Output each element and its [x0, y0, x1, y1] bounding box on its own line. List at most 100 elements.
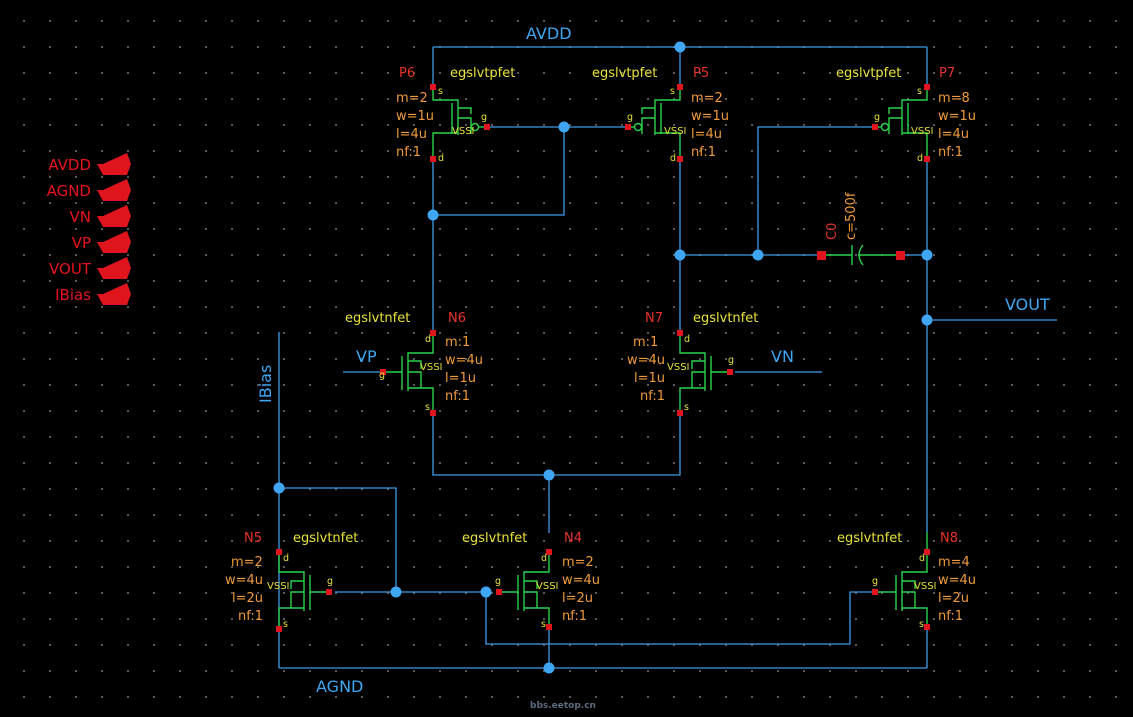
junction-p-gate[interactable]	[558, 121, 570, 133]
device-param: m:1	[445, 335, 470, 350]
device-param: m=2	[562, 555, 594, 570]
net-label-vout[interactable]: VOUT	[1005, 295, 1050, 314]
transistor-n8[interactable]: d s g VSSI N8 egslvtnfet m=4 w=4u l=2u n…	[837, 531, 976, 630]
junction-avdd[interactable]	[674, 41, 686, 53]
body-label: VSSI	[664, 126, 687, 137]
junction-vout[interactable]	[921, 314, 933, 326]
body-label: VSSI	[267, 581, 290, 592]
pin-label: VN	[70, 208, 91, 226]
device-model: egslvtpfet	[836, 66, 901, 81]
pin-label-s: s	[283, 619, 288, 630]
transistor-n5[interactable]: d s g VSSI N5 egslvtnfet m=2 w=4u l=2u n…	[225, 531, 358, 632]
device-param: w=4u	[225, 573, 263, 588]
pin-label-g: g	[327, 576, 333, 587]
junction-p6-drain[interactable]	[427, 209, 439, 221]
device-param: w=4u	[445, 353, 483, 368]
pin-label-s: s	[425, 402, 430, 413]
pin-avdd[interactable]: AVDD	[48, 153, 137, 175]
wire-p7-gate[interactable]	[757, 126, 873, 255]
net-label-vp[interactable]: VP	[356, 347, 377, 366]
junction-n5-gate[interactable]	[390, 586, 402, 598]
pin-label-g: g	[495, 576, 501, 587]
transistor-n7[interactable]: d s g VSSI N7 egslvtnfet m:1 w=4u l=1u n…	[627, 311, 758, 416]
device-param: nf:1	[938, 609, 963, 624]
device-param: nf:1	[691, 145, 716, 160]
transistor-p7[interactable]: s d g VSSI P7 egslvtpfet m=8 w=1u l=4u n…	[836, 66, 976, 164]
transistor-n6[interactable]: d s g VSSI N6 egslvtnfet m:1 w=4u l=1u n…	[345, 311, 483, 416]
device-name: P5	[693, 66, 709, 81]
wire-bias-n8[interactable]	[485, 591, 872, 645]
device-name: N6	[448, 311, 466, 326]
pin-label-d: d	[425, 334, 431, 345]
device-param: l=2u	[562, 591, 593, 606]
wire-p6-diode[interactable]	[433, 127, 565, 216]
net-label-ibias[interactable]: IBias	[256, 365, 275, 403]
device-model: egslvtnfet	[693, 311, 758, 326]
net-label-vn[interactable]: VN	[771, 347, 794, 366]
device-param: w=1u	[938, 109, 976, 124]
device-param: m=2	[231, 555, 263, 570]
device-param: l=4u	[396, 127, 427, 142]
pin-vp[interactable]: VP	[72, 231, 131, 253]
device-model: egslvtnfet	[462, 531, 527, 546]
junction-bias-gate[interactable]	[480, 586, 492, 598]
device-name: N7	[645, 311, 663, 326]
device-param: w=4u	[627, 353, 665, 368]
pin-agnd[interactable]: AGND	[47, 179, 131, 201]
junction-p5-drain[interactable]	[674, 249, 686, 261]
device-model: egslvtnfet	[345, 311, 410, 326]
net-labels: AVDD AGND VOUT VP VN IBias	[256, 24, 1050, 696]
transistor-n4[interactable]: d s g VSSI N4 egslvtnfet m=2 w=4u l=2u n…	[462, 531, 600, 630]
device-param: l=1u	[634, 371, 665, 386]
capacitor-c0[interactable]: C0 c=500f	[817, 192, 905, 266]
pin-label-g: g	[481, 112, 487, 123]
pin-label-d: d	[684, 334, 690, 345]
device-param: w=4u	[938, 573, 976, 588]
junction-agnd[interactable]	[543, 662, 555, 674]
pin-label-g: g	[874, 112, 880, 123]
pin-label-g: g	[627, 112, 633, 123]
pin-list: AVDD AGND VN VP VOUT IBias	[47, 153, 137, 305]
pin-label-g: g	[379, 370, 385, 381]
device-model: egslvtnfet	[837, 531, 902, 546]
pin-label: VOUT	[49, 260, 92, 278]
device-param: nf:1	[938, 145, 963, 160]
body-label: VSSI	[667, 362, 690, 373]
device-param: w=1u	[691, 109, 729, 124]
wire-ibias-diode[interactable]	[279, 487, 397, 592]
pin-label-s: s	[684, 402, 689, 413]
junction-stage1-out[interactable]	[752, 249, 764, 261]
device-param: l=2u	[938, 591, 969, 606]
transistor-p6[interactable]: s d g VSSI P6 egslvtpfet m=2 w=1u l=4u n…	[396, 66, 515, 164]
pin-label-d: d	[917, 153, 923, 164]
pin-vout[interactable]: VOUT	[49, 257, 131, 279]
device-name: N4	[564, 531, 582, 546]
device-model: egslvtpfet	[592, 66, 657, 81]
body-label: VSSI	[914, 581, 937, 592]
wire-tail[interactable]	[432, 414, 681, 476]
pin-vn[interactable]: VN	[70, 205, 131, 227]
net-label-agnd[interactable]: AGND	[316, 677, 363, 696]
device-param: c=500f	[844, 192, 859, 240]
device-param: l=1u	[445, 371, 476, 386]
device-param: m=2	[691, 91, 723, 106]
body-label: VSSI	[911, 126, 934, 137]
junction-cap-out[interactable]	[921, 249, 933, 261]
device-param: nf:1	[640, 389, 665, 404]
pin-label: IBias	[55, 286, 91, 304]
pin-label-s: s	[541, 619, 546, 630]
device-param: m=4	[938, 555, 970, 570]
device-param: m=2	[396, 91, 428, 106]
junction-ibias[interactable]	[273, 482, 285, 494]
junction-tail[interactable]	[543, 469, 555, 481]
transistor-p5[interactable]: s d g VSSI P5 egslvtpfet m=2 w=1u l=4u n…	[592, 66, 729, 164]
device-name: N8	[940, 531, 958, 546]
pin-label-s: s	[919, 619, 924, 630]
pin-ibias[interactable]: IBias	[55, 283, 131, 305]
device-model: egslvtnfet	[293, 531, 358, 546]
pin-label-d: d	[283, 553, 289, 564]
wires	[278, 46, 1057, 669]
net-label-avdd[interactable]: AVDD	[526, 24, 572, 43]
device-param: l=4u	[938, 127, 969, 142]
